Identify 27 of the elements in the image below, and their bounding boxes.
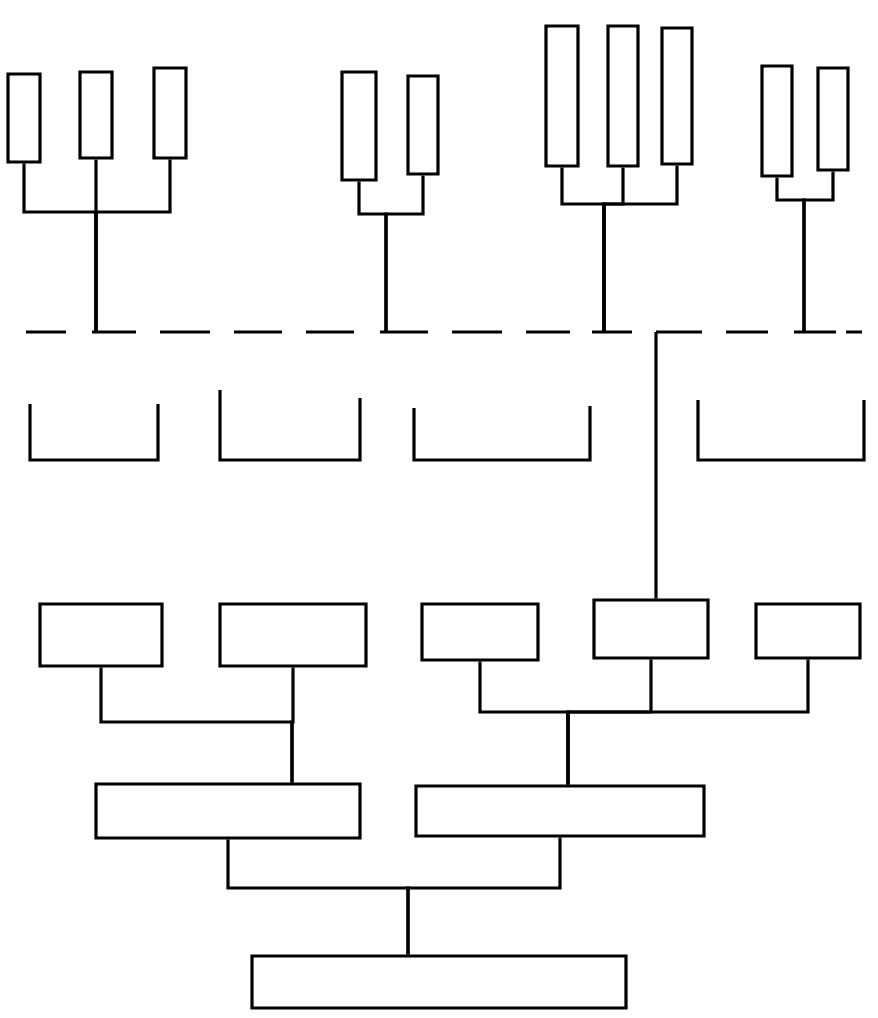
box (754, 602, 862, 660)
box (218, 602, 368, 668)
box (816, 66, 850, 172)
box (420, 602, 540, 662)
connector-line (566, 659, 810, 785)
connector-line (384, 175, 425, 332)
box (152, 66, 188, 160)
box (6, 72, 42, 164)
box (250, 954, 628, 1010)
box (760, 64, 794, 178)
box (592, 598, 710, 660)
connector-line (802, 171, 835, 332)
connector-line (602, 165, 679, 332)
box (340, 70, 378, 182)
box (660, 26, 694, 166)
connector-line (94, 159, 172, 332)
connector-line (654, 332, 658, 599)
box (78, 70, 114, 160)
dashed-line (24, 330, 864, 334)
box (94, 782, 362, 840)
connector-line (406, 837, 562, 955)
connector-line (290, 667, 295, 783)
box (38, 602, 164, 668)
box (406, 74, 440, 176)
box (544, 24, 580, 168)
box (606, 24, 640, 168)
box (414, 784, 706, 838)
